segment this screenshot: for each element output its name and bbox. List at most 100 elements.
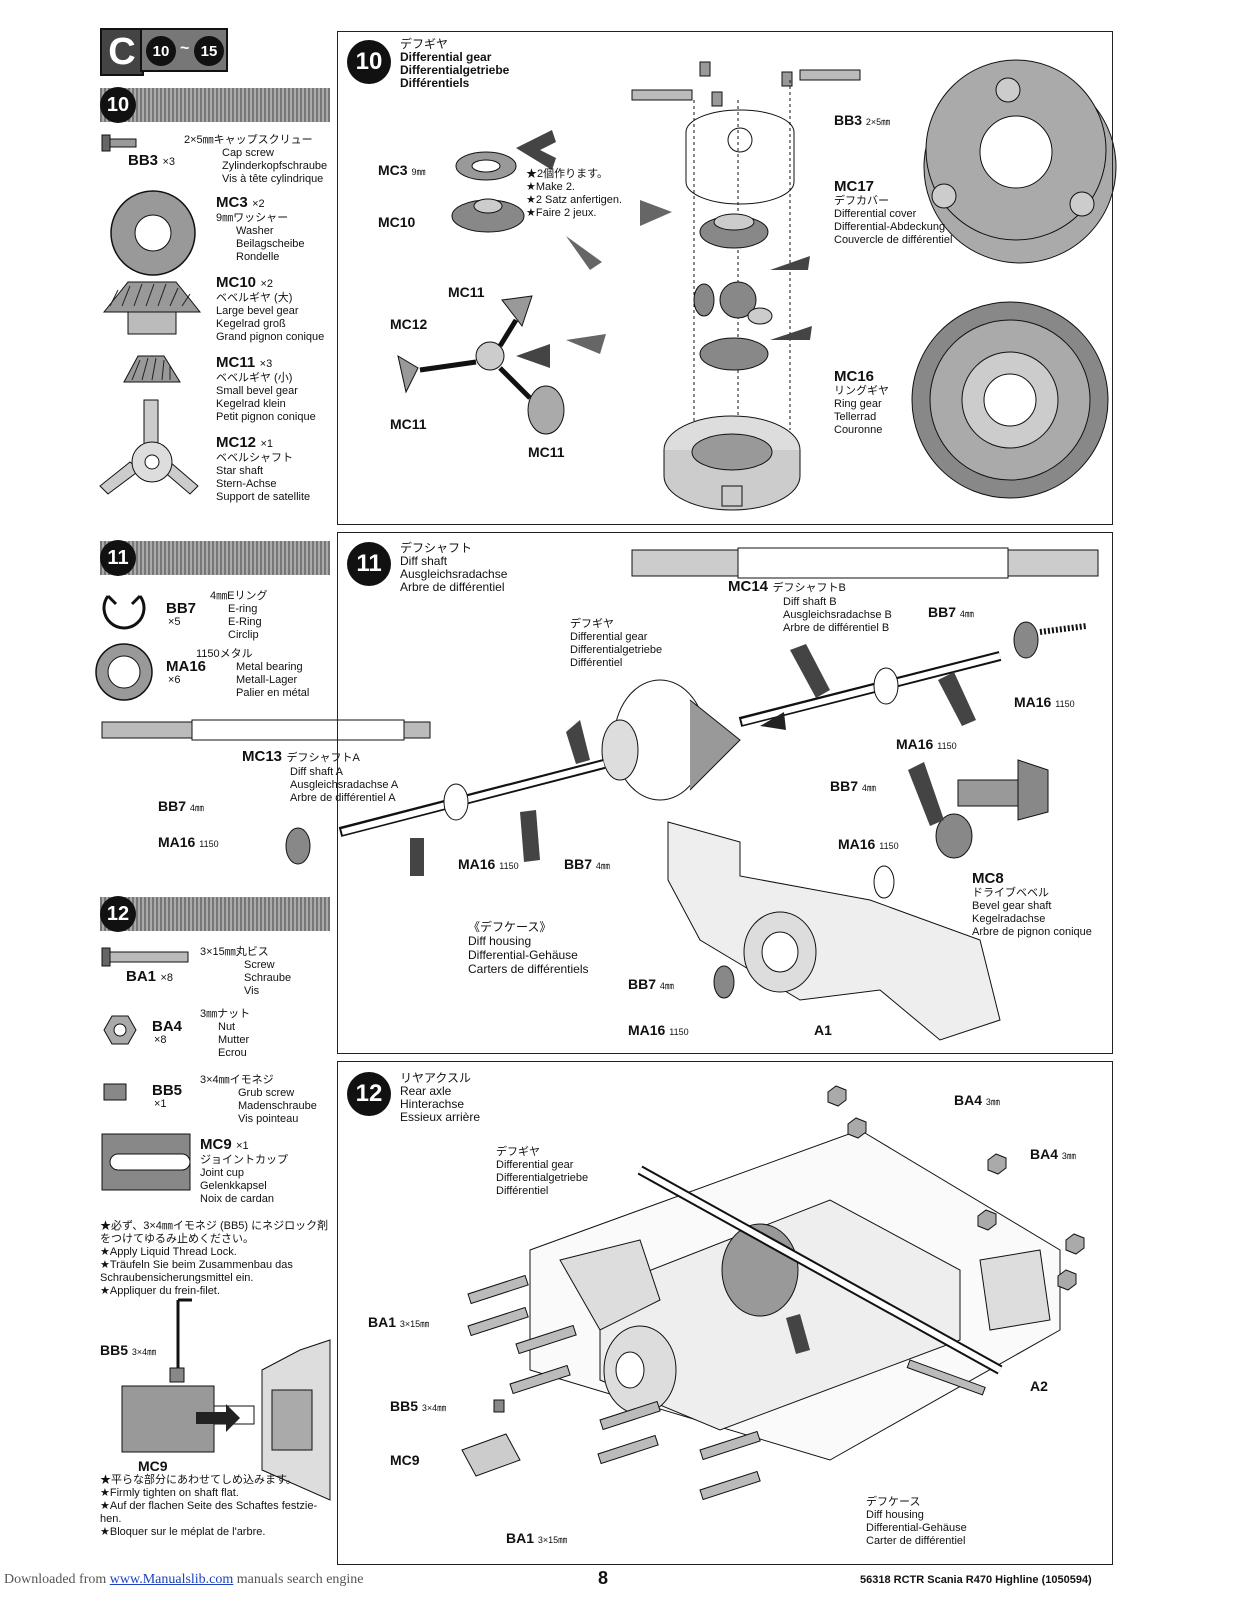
mc10-gear-icon — [102, 281, 202, 335]
ma16-code: MA16 — [166, 658, 207, 675]
detail-bb5-label: BB5 3×4㎜ — [100, 1342, 157, 1358]
step10-mc3-label: MC3 9㎜ — [378, 162, 426, 178]
footer-download: Downloaded from www.Manualslib.com manua… — [4, 1572, 364, 1588]
step10-number: 10 — [347, 40, 391, 84]
bb3-en: Cap screw — [222, 147, 274, 159]
mc10-code: MC10 — [216, 274, 257, 291]
mc3-code: MC3 — [216, 194, 248, 211]
step10-mc11-top-label: MC11 — [448, 284, 485, 300]
step11-mc14-label: MC14 デフシャフトB Diff shaft B Ausgleichsrada… — [728, 578, 892, 634]
bb7-code: BB7 — [166, 600, 197, 617]
mc12-code: MC12 — [216, 434, 257, 451]
mc3-part: MC3 ×2 9㎜ワッシャー Washer Beilagscheibe Rond… — [216, 194, 305, 263]
mc9-part: MC9 ×1 ジョイントカップ Joint cup Gelenkkapsel N… — [200, 1136, 288, 1205]
step11-bb7-topright: BB7 4㎜ — [928, 604, 974, 620]
range-start: 10 — [146, 36, 176, 66]
step12-parts-number: 12 — [100, 896, 136, 932]
footer-link[interactable]: www.Manualslib.com — [109, 1572, 234, 1587]
step11-bb7-mid: BB7 4㎜ — [830, 778, 876, 794]
section-letter: C — [108, 30, 136, 73]
bb3-part-desc: 2×5㎜キャップスクリュー Cap screw Zylinderkopfschr… — [184, 134, 334, 186]
step12-ba1-bottom: BA1 3×15㎜ — [506, 1530, 568, 1546]
range-sep: ~ — [180, 40, 190, 57]
mc9-code: MC9 — [200, 1136, 232, 1153]
step11-ma16-center: MA16 1150 — [458, 856, 519, 872]
bb3-code: BB3 ×3 — [128, 152, 176, 169]
page-number: 8 — [598, 1568, 609, 1588]
step12-a2-label: A2 — [1030, 1378, 1048, 1394]
ma16-bearing-icon — [95, 643, 153, 701]
step11-bb7-lower: BB7 4㎜ — [628, 976, 674, 992]
mc17-cover-illustration — [923, 59, 1117, 264]
step11-housing-label: 《デフケース》 Diff housing Differential-Gehäus… — [468, 920, 589, 976]
step10-mc17-label: MC17 デフカバー Differential cover Differenti… — [834, 178, 953, 246]
bb5-mc9-detail-illustration — [121, 1298, 331, 1501]
step12-number: 12 — [347, 1072, 391, 1116]
step11-title: デフシャフト Diff shaft Ausgleichsradachse Arb… — [400, 541, 508, 594]
step11-assembly-illustration — [285, 547, 1099, 1041]
step11-panel — [337, 532, 1113, 1054]
shaft-flat-note: ★平らな部分にあわせてしめ込みます。 ★Firmly tighten on sh… — [100, 1474, 318, 1538]
bb3-fr: Vis à tête cylindrique — [222, 173, 324, 185]
ba1-screw-icon — [101, 947, 189, 967]
step10-mc10-label: MC10 — [378, 214, 416, 230]
step11-mc8-label: MC8 ドライブベベル Bevel gear shaft Kegelradach… — [972, 870, 1092, 938]
step12-panel — [337, 1061, 1113, 1565]
step12-parts-bar — [100, 897, 330, 931]
step11-a1-label: A1 — [814, 1022, 832, 1038]
bb7-ering-icon — [102, 594, 146, 630]
section-range-box: 10 ~ 15 — [140, 28, 228, 72]
mc13-label: MC13 デフシャフトA Diff shaft A Ausgleichsrada… — [242, 748, 399, 804]
bb3-de: Zylinderkopfschraube — [222, 160, 328, 172]
mc13-shaft-icon — [101, 719, 431, 741]
bb3-screw-icon — [101, 134, 137, 152]
step11-ma16-lower: MA16 1150 — [838, 836, 899, 852]
step12-bb5-label: BB5 3×4㎜ — [390, 1398, 447, 1414]
step12-mc9-label: MC9 — [390, 1452, 420, 1468]
step12-ba1-left: BA1 3×15㎜ — [368, 1314, 430, 1330]
step11-ma16-bottom: MA16 1150 — [628, 1022, 689, 1038]
detail-mc9-label: MC9 — [138, 1458, 168, 1474]
step12-assembly-illustration — [461, 1085, 1085, 1501]
mc10-part: MC10 ×2 ベベルギヤ (大) Large bevel gear Kegel… — [216, 274, 325, 343]
mc11-part: MC11 ×3 ベベルギヤ (小) Small bevel gear Kegel… — [216, 354, 316, 423]
mc16-ringgear-illustration — [911, 301, 1109, 499]
step11-number: 11 — [347, 542, 391, 586]
step11-ma16-left: MA16 1150 — [158, 834, 219, 850]
mc3-washer-icon — [110, 190, 196, 276]
mc12-part: MC12 ×1 ベベルシャフト Star shaft Stern-Achse S… — [216, 434, 311, 503]
mc11-gear-icon — [123, 355, 181, 383]
step11-parts-number: 11 — [100, 540, 136, 576]
ba4-code: BA4 — [152, 1018, 183, 1035]
section-letter-box: C — [100, 28, 144, 76]
step10-mc11-left-label: MC11 — [390, 416, 427, 432]
step12-title: リヤアクスル Rear axle Hinterachse Essieux arr… — [400, 1071, 481, 1124]
step11-ma16-right: MA16 1150 — [1014, 694, 1075, 710]
mc12-starshaft-icon — [99, 399, 199, 495]
step11-diffgear-label: デフギヤ Differential gear Differentialgetri… — [570, 618, 663, 669]
step10-mc12-label: MC12 — [390, 316, 428, 332]
step12-ba4-right: BA4 3㎜ — [1030, 1146, 1076, 1162]
footer-product: 56318 RCTR Scania R470 Highline (1050594… — [860, 1574, 1092, 1586]
footer-downloaded-text: Downloaded from — [4, 1572, 107, 1587]
step10-parts-number: 10 — [100, 87, 136, 123]
footer-tail: manuals search engine — [236, 1572, 364, 1587]
ba4-nut-icon — [103, 1015, 137, 1045]
step10-bb3-label: BB3 2×5㎜ — [834, 112, 891, 128]
bb3-jp: 2×5㎜キャップスクリュー — [184, 134, 313, 146]
mc11-code: MC11 — [216, 354, 256, 371]
thread-lock-note: ★必ず、3×4㎜イモネジ (BB5) にネジロック剤をつけてゆるみ止めください。… — [100, 1220, 329, 1297]
step12-housing-label: デフケース Diff housing Differential-Gehäuse … — [866, 1496, 967, 1547]
step11-bb7-left: BB7 4㎜ — [158, 798, 204, 814]
step10-title: デフギヤ Differential gear Differentialgetri… — [400, 37, 510, 90]
section-header: C 10 ~ 15 — [100, 28, 230, 78]
step12-ba4-top: BA4 3㎜ — [954, 1092, 1000, 1108]
step10-make2-note: ★2個作ります。 ★Make 2. ★2 Satz anfertigen. ★F… — [526, 168, 623, 219]
step11-ma16-mid: MA16 1150 — [896, 736, 957, 752]
step12-diffgear-label: デフギヤ Differential gear Differentialgetri… — [496, 1146, 589, 1197]
step10-mc16-label: MC16 リングギヤ Ring gear Tellerrad Couronne — [834, 368, 889, 436]
step10-parts-bar — [100, 88, 330, 122]
step10-assembly-illustration — [397, 61, 861, 511]
step11-parts-bar — [100, 541, 330, 575]
step11-bb7-center: BB7 4㎜ — [564, 856, 610, 872]
